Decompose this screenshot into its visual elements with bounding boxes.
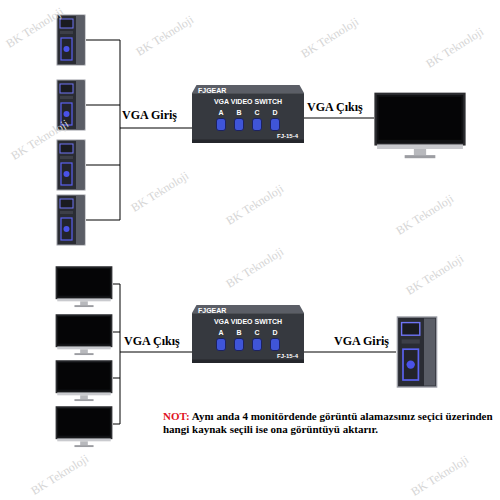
watermark: BK Teknoloji <box>423 24 486 71</box>
port-selector: B <box>233 328 246 351</box>
port-selector: B <box>233 108 246 131</box>
port-letter: D <box>272 328 277 337</box>
port-selector: C <box>251 328 264 351</box>
watermark: BK Teknoloji <box>298 14 361 61</box>
port-selector: A <box>215 108 228 131</box>
monitors-bottom <box>56 267 111 447</box>
model-number: FJ-15-4 <box>198 133 298 139</box>
note-text: Aynı anda 4 monitördende görüntü alamazs… <box>163 410 493 435</box>
port-letter: A <box>218 328 223 337</box>
port-selector: A <box>215 328 228 351</box>
push-button <box>216 338 226 351</box>
port-letter: B <box>236 328 241 337</box>
model-number: FJ-15-4 <box>198 353 298 359</box>
monitor-output <box>376 94 465 158</box>
brand-name: FJGEAR <box>198 307 298 314</box>
device-title: VGA VIDEO SWITCH <box>198 98 298 105</box>
watermark: BK Teknoloji <box>393 191 456 238</box>
push-button <box>270 338 280 351</box>
watermark: BK Teknoloji <box>28 451 91 498</box>
vga-switch: FJGEAR VGA VIDEO SWITCH A B C D FJ-15-4 <box>192 305 304 363</box>
note: NOT: Aynı anda 4 monitördende görüntü al… <box>163 410 493 436</box>
button-row: A B C D <box>198 328 298 351</box>
input-bracket-top <box>86 40 374 220</box>
output-bracket-bottom <box>113 284 396 424</box>
cable-label: VGA Çıkış <box>307 100 363 115</box>
port-selector: C <box>251 108 264 131</box>
watermark: BK Teknoloji <box>133 12 196 59</box>
note-prefix: NOT: <box>163 410 190 422</box>
push-button <box>234 338 244 351</box>
brand-name: FJGEAR <box>198 87 298 94</box>
push-button <box>252 118 262 131</box>
port-letter: C <box>254 108 259 117</box>
port-letter: C <box>254 328 259 337</box>
push-button <box>234 118 244 131</box>
watermark: BK Teknoloji <box>128 168 191 215</box>
cable-label: VGA Çıkış <box>124 334 180 349</box>
device-title: VGA VIDEO SWITCH <box>198 318 298 325</box>
watermark: BK Teknoloji <box>223 181 286 228</box>
button-row: A B C D <box>198 108 298 131</box>
port-selector: D <box>269 328 282 351</box>
cable-label: VGA Giriş <box>334 334 389 349</box>
watermark: BK Teknoloji <box>403 251 466 298</box>
port-letter: A <box>218 108 223 117</box>
watermark: BK Teknoloji <box>408 452 471 499</box>
push-button <box>216 118 226 131</box>
cable-label: VGA Giriş <box>122 108 177 123</box>
vga-switch: FJGEAR VGA VIDEO SWITCH A B C D FJ-15-4 <box>192 85 304 143</box>
pc-tower-source <box>397 317 436 387</box>
push-button <box>252 338 262 351</box>
port-selector: D <box>269 108 282 131</box>
push-button <box>270 118 280 131</box>
watermark: BK Teknoloji <box>223 244 286 291</box>
port-letter: D <box>272 108 277 117</box>
port-letter: B <box>236 108 241 117</box>
